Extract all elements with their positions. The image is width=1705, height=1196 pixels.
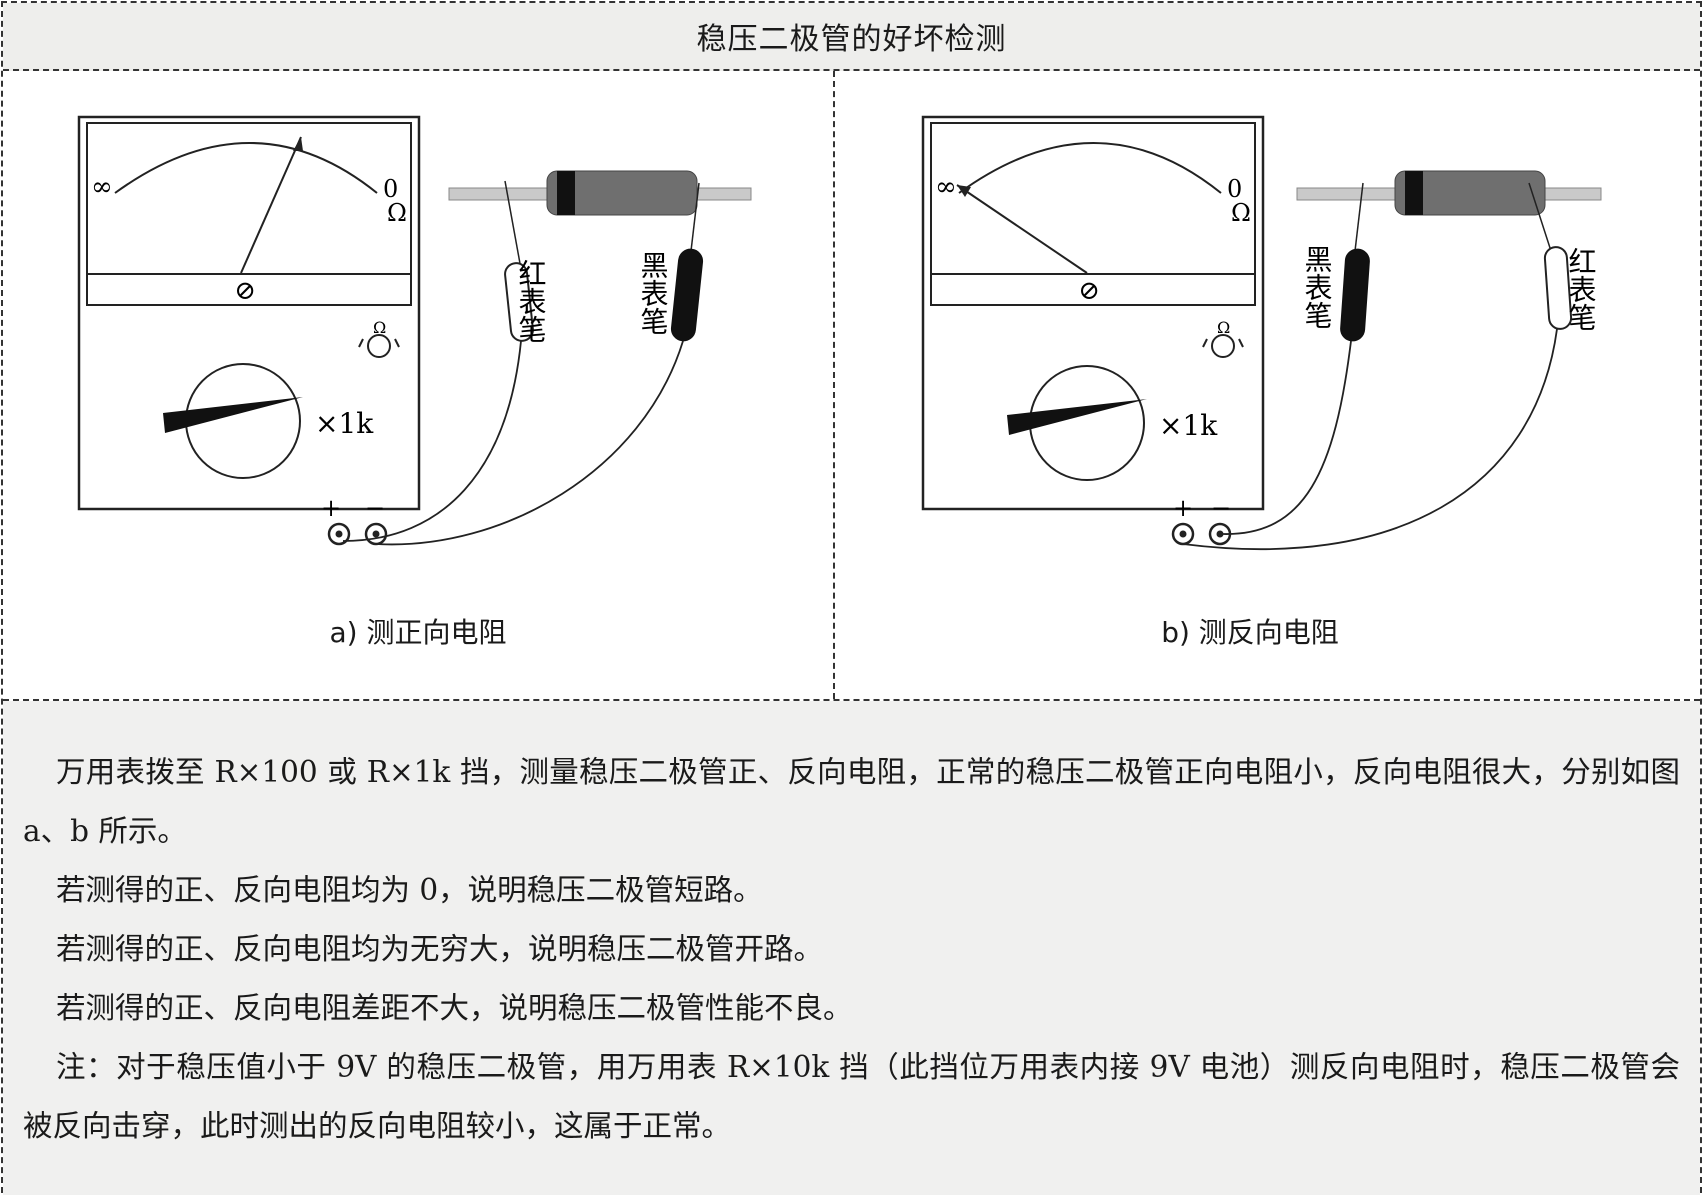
svg-text:Ω: Ω xyxy=(1217,318,1230,337)
figure-caption-a: a) 测正向电阻 xyxy=(329,616,507,649)
range-label: ×1k xyxy=(315,407,374,440)
scale-arc xyxy=(958,142,1222,194)
paragraph-open-circuit: 若测得的正、反向电阻均为无穷大，说明稳压二极管开路。 xyxy=(56,932,824,966)
zero-adjust-strip xyxy=(86,273,412,306)
ohm-adjust-icon xyxy=(367,334,391,358)
figure-area: ⊘ ∞ 0 Ω ×1k Ω + − xyxy=(3,71,1700,701)
diode-body xyxy=(546,170,698,216)
scale-arc xyxy=(114,142,378,194)
meter-needle xyxy=(956,184,1088,274)
paragraph-note: 注：对于稳压值小于 9V 的稳压二极管，用万用表 R×10k 挡（此挡位万用表内… xyxy=(23,1050,1680,1143)
meter-needle xyxy=(240,136,302,274)
black-probe-label: 黑表笔 xyxy=(637,251,670,335)
red-probe-label: 红表笔 xyxy=(515,259,548,343)
zero-adjust-strip xyxy=(930,273,1256,306)
page-title: 稳压二极管的好坏检测 xyxy=(3,3,1700,71)
terminal-plus-label: + xyxy=(321,494,341,522)
ohm-adjust-icon xyxy=(1211,334,1235,358)
multimeter-diagram-a: ⊘ ∞ 0 Ω ×1k Ω + − xyxy=(77,115,752,546)
red-probe xyxy=(1543,246,1573,330)
range-label: ×1k xyxy=(1159,409,1218,442)
black-probe-wire xyxy=(375,340,684,546)
paragraph-short-circuit: 若测得的正、反向电阻均为 0，说明稳压二极管短路。 xyxy=(56,873,763,907)
paragraph-poor-performance: 若测得的正、反向电阻差距不大，说明稳压二极管性能不良。 xyxy=(56,991,853,1025)
scale-zero-label: 0 xyxy=(383,175,398,203)
scale-zero-label: 0 xyxy=(1227,175,1242,203)
zero-adjust-icon: ⊘ xyxy=(1078,276,1100,306)
black-probe-label: 黑表笔 xyxy=(1301,245,1334,329)
multimeter-diagram-b: ⊘ ∞ 0 Ω ×1k Ω + − xyxy=(921,115,1602,551)
range-selector-pointer xyxy=(163,397,303,433)
terminal-minus-label: − xyxy=(365,494,385,522)
scale-infinity-label: ∞ xyxy=(91,172,113,202)
terminal-minus-label: − xyxy=(1211,494,1231,522)
scale-infinity-label: ∞ xyxy=(935,172,957,202)
figure-panel-a: ⊘ ∞ 0 Ω ×1k Ω + − xyxy=(3,71,833,699)
range-selector-pointer xyxy=(1007,399,1147,435)
paragraph-method: 万用表拨至 R×100 或 R×1k 挡，测量稳压二极管正、反向电阻，正常的稳压… xyxy=(23,755,1680,848)
red-probe xyxy=(504,262,534,342)
red-probe-label: 红表笔 xyxy=(1565,247,1598,331)
scale-unit-label: Ω xyxy=(1231,199,1251,227)
needle-tip xyxy=(957,185,971,197)
zero-adjust-icon: ⊘ xyxy=(234,276,256,306)
svg-text:Ω: Ω xyxy=(373,318,386,337)
red-probe-wire xyxy=(342,340,522,542)
explanation-text: 万用表拨至 R×100 或 R×1k 挡，测量稳压二极管正、反向电阻，正常的稳压… xyxy=(3,701,1700,1195)
figure-panel-b: ⊘ ∞ 0 Ω ×1k Ω + − xyxy=(835,71,1665,699)
scale-unit-label: Ω xyxy=(387,199,407,227)
figure-divider xyxy=(833,71,835,699)
red-probe-wire xyxy=(1182,328,1558,551)
diode-cathode-band xyxy=(557,171,575,215)
black-probe-wire xyxy=(1222,340,1352,535)
needle-tip xyxy=(293,137,303,151)
diode-body xyxy=(1394,170,1546,216)
black-probe xyxy=(670,248,704,342)
diode-cathode-band xyxy=(1405,171,1423,215)
black-probe xyxy=(1340,248,1370,342)
terminal-plus-label: + xyxy=(1173,494,1193,522)
figure-caption-b: b) 测反向电阻 xyxy=(1161,616,1339,649)
